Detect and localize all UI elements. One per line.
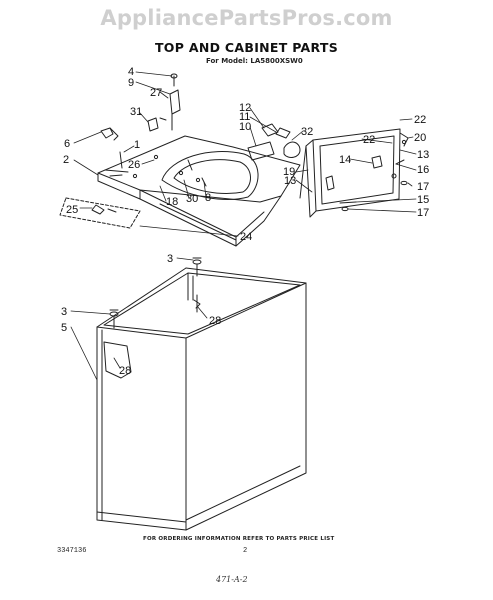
clip-part-6 (100, 127, 119, 141)
callout-5: 5 (61, 322, 67, 334)
callout-32: 32 (301, 126, 313, 138)
callout-13b: 13 (284, 175, 296, 187)
callout-24: 24 (240, 231, 252, 243)
handwritten-note: 471-A-2 (216, 575, 248, 584)
callout-19: 19 (283, 166, 295, 178)
parts-4-9-27-31 (147, 73, 181, 132)
callout-22a: 22 (363, 134, 375, 146)
callout-4: 4 (128, 66, 134, 78)
callout-31: 31 (130, 106, 142, 118)
callout-22b: 22 (414, 114, 426, 126)
callout-12: 12 (239, 102, 251, 114)
model-number: For Model: LA5800XSW0 (206, 57, 303, 65)
site-watermark: AppliancePartsPros.com (100, 6, 393, 30)
callout-3b: 3 (61, 306, 67, 318)
callout-11: 11 (239, 111, 250, 123)
callout-14: 14 (339, 154, 351, 166)
washer-lid (299, 128, 409, 218)
diagram-title: TOP AND CABINET PARTS (154, 40, 338, 55)
callout-8: 8 (205, 192, 211, 204)
callout-27: 27 (150, 87, 162, 99)
clip-part-28-upper (193, 294, 201, 313)
callout-9: 9 (128, 77, 134, 89)
page-number: 2 (243, 547, 248, 555)
part-25-assembly (59, 197, 141, 229)
callout-30: 30 (186, 193, 198, 205)
washer-top-panel (97, 135, 301, 247)
callout-15: 15 (417, 194, 429, 206)
callout-17a: 17 (417, 181, 429, 193)
document-part-number: 3347136 (57, 547, 87, 555)
callout-labels: 4 9 27 31 6 1 2 26 25 24 18 30 8 12 11 1… (61, 66, 429, 377)
parts-10-11-12-32 (247, 123, 301, 161)
callout-18: 18 (166, 196, 178, 208)
callout-16: 16 (417, 164, 429, 176)
callout-13a: 13 (417, 149, 429, 161)
washer-cabinet (96, 267, 307, 531)
callout-17b: 17 (417, 207, 429, 219)
callout-6: 6 (64, 138, 70, 150)
ordering-info-note: FOR ORDERING INFORMATION REFER TO PARTS … (143, 536, 335, 542)
callout-2: 2 (63, 154, 69, 166)
lid-screws (339, 180, 408, 212)
callout-25: 25 (66, 204, 78, 216)
callout-1: 1 (134, 139, 140, 151)
callout-28a: 28 (209, 315, 221, 327)
callout-20: 20 (414, 132, 426, 144)
callout-26: 26 (128, 159, 140, 171)
callout-3a: 3 (167, 253, 173, 265)
callout-28b: 28 (119, 365, 131, 377)
callout-10: 10 (239, 121, 251, 133)
leader-lines (70, 71, 417, 381)
